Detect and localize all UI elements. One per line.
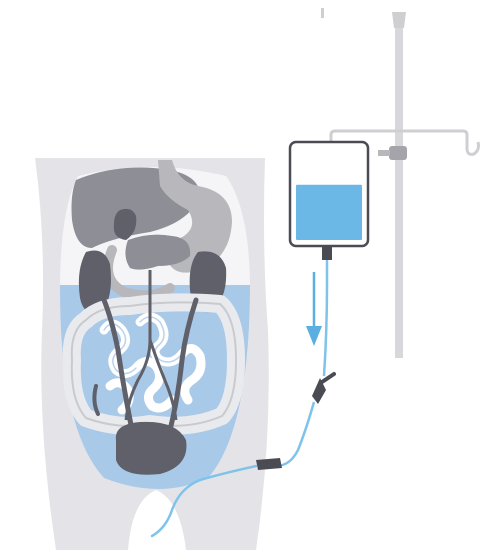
connecting-tube [276,402,314,466]
bag-outlet [322,246,332,260]
pole-hook-right [467,142,479,154]
pole-clamp [389,146,407,160]
y-connector-icon [312,374,334,404]
pole-top-cap [392,12,406,28]
bladder [116,422,187,475]
inflow-tube [324,260,327,376]
pole-shaft [395,28,403,358]
arrow-down-icon [306,272,322,346]
catheter-clamp-icon [256,458,282,470]
pole-knob [378,150,390,156]
dialysate-bag-icon [290,142,368,260]
pole-top-mark [321,8,324,18]
bag-fluid-level [296,185,362,240]
